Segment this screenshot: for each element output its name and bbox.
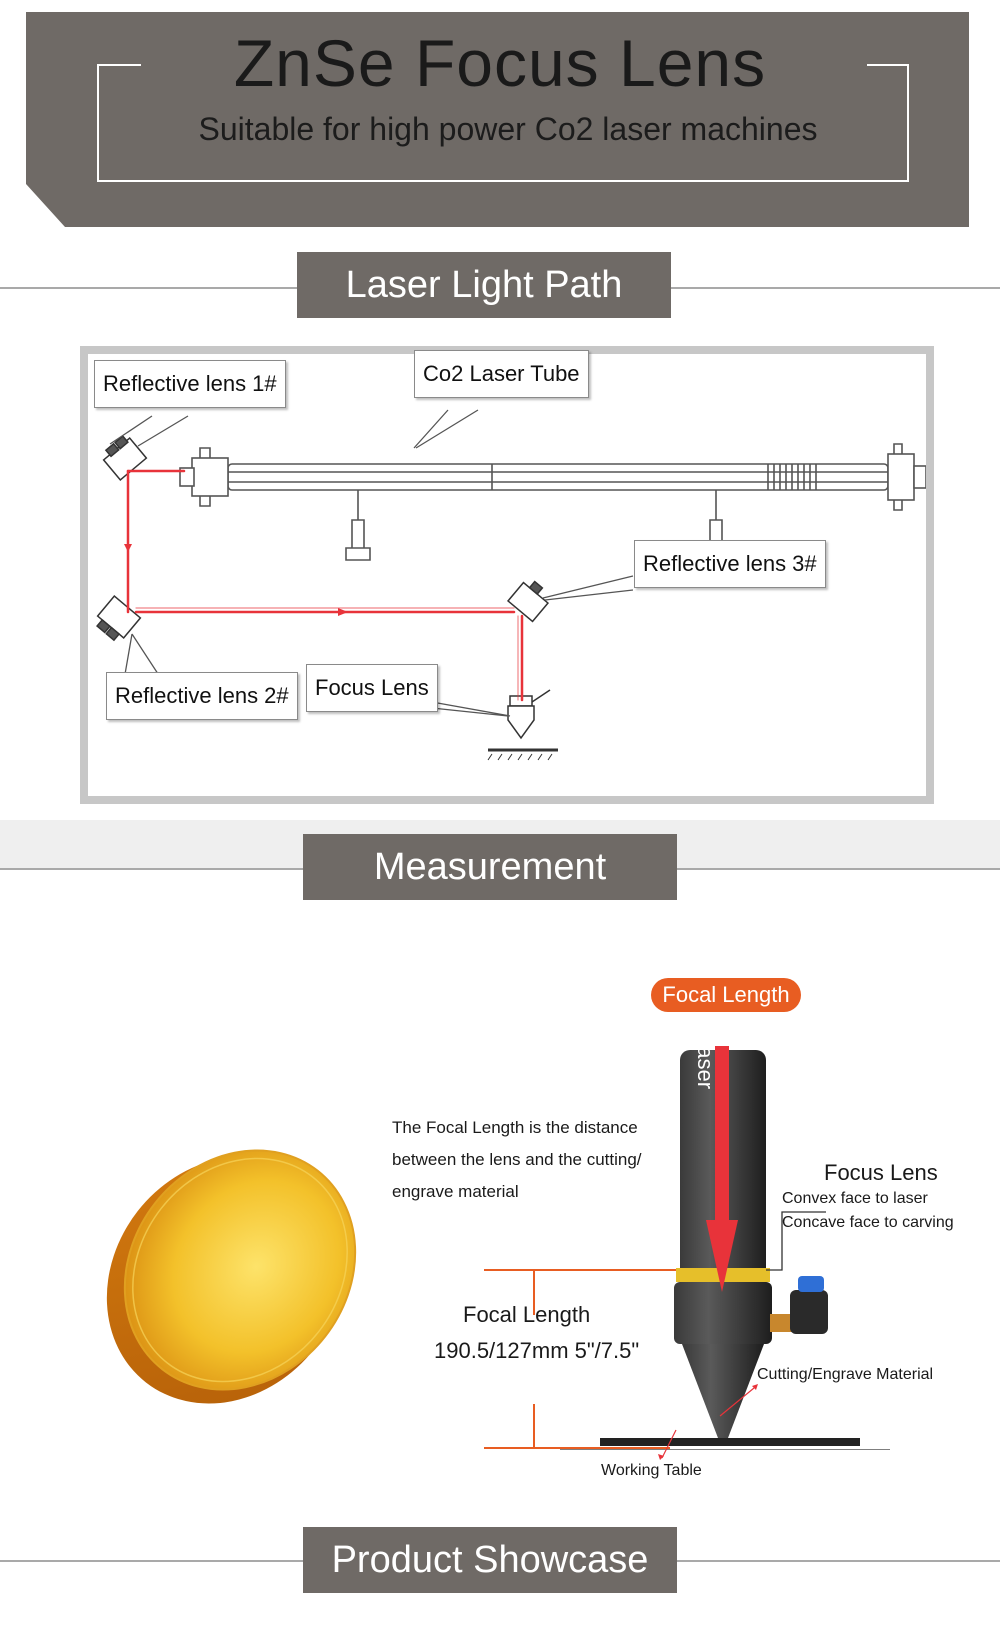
- beam-arrows: [124, 544, 348, 616]
- section-title-product-showcase: Product Showcase: [303, 1527, 677, 1593]
- page-title: ZnSe Focus Lens: [233, 26, 767, 100]
- laser-head-diagram: [484, 1046, 890, 1450]
- description-line: The Focal Length is the distance: [392, 1118, 638, 1137]
- laser-label: Laser: [693, 1034, 718, 1090]
- mirror-1: [102, 435, 148, 481]
- callout-reflective-lens-1: Reflective lens 1#: [94, 360, 286, 408]
- callout-focus-lens: Focus Lens: [306, 664, 438, 712]
- callout-reflective-lens-3: Reflective lens 3#: [634, 540, 826, 588]
- section-title-measurement: Measurement: [303, 834, 677, 900]
- laser-beam: [126, 469, 524, 702]
- mirror-2: [96, 595, 142, 642]
- banner-bracket-frame: [97, 64, 909, 182]
- focus-head: [487, 689, 558, 761]
- cutting-material-label: Cutting/Engrave Material: [757, 1366, 934, 1383]
- description-line: between the lens and the cutting/: [392, 1150, 642, 1169]
- header-banner: [26, 12, 969, 227]
- annotation-arrows: [658, 1384, 758, 1460]
- callout-co2-laser-tube: Co2 Laser Tube: [414, 350, 589, 398]
- focal-length-badge: Focal Length: [651, 978, 801, 1012]
- section-title-light-path: Laser Light Path: [297, 252, 671, 318]
- focal-length-label: Focal Length: [463, 1302, 591, 1327]
- callout-reflective-lens-2: Reflective lens 2#: [106, 672, 298, 720]
- concave-face-note: Concave face to carving: [782, 1214, 954, 1231]
- page-subtitle: Suitable for high power Co2 laser machin…: [198, 111, 818, 147]
- light-path-drawing: [96, 409, 926, 761]
- focal-length-values: 190.5/127mm 5"/7.5": [434, 1338, 640, 1363]
- focus-lens-title: Focus Lens: [824, 1160, 938, 1185]
- convex-face-note: Convex face to laser: [782, 1190, 928, 1207]
- znse-lens-image: [106, 1149, 357, 1404]
- focal-length-description: The Focal Length is the distance between…: [392, 1112, 692, 1208]
- description-line: engrave material: [392, 1182, 519, 1201]
- mirror-3: [506, 580, 550, 623]
- working-table-label: Working Table: [601, 1462, 702, 1479]
- light-path-diagram: Reflective lens 1# Co2 Laser Tube Reflec…: [80, 346, 934, 804]
- co2-laser-tube: [179, 443, 926, 561]
